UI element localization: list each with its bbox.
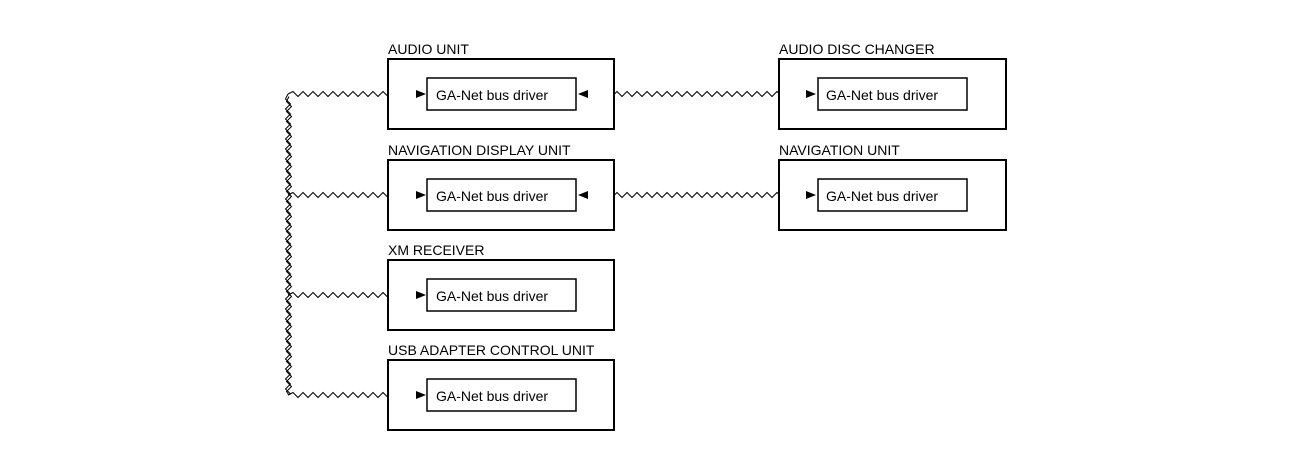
bus-driver-audio-disc-changer xyxy=(817,77,968,111)
unit-xm-receiver: XM RECEIVER GA-Net bus driver xyxy=(387,242,615,331)
unit-navigation-unit: NAVIGATION UNIT GA-Net bus driver xyxy=(778,142,1007,231)
unit-title-audio-disc-changer: AUDIO DISC CHANGER xyxy=(779,41,935,57)
unit-audio-unit: AUDIO UNIT GA-Net bus driver xyxy=(387,41,615,130)
bus-driver-navigation-display-unit xyxy=(426,178,577,212)
bus-driver-navigation-unit xyxy=(817,178,968,212)
arrow-into-navigation-display-unit xyxy=(416,191,426,199)
unit-navigation-display-unit: NAVIGATION DISPLAY UNIT GA-Net bus drive… xyxy=(387,142,615,231)
unit-title-navigation-unit: NAVIGATION UNIT xyxy=(779,142,900,158)
arrow-into-audio-unit-right xyxy=(578,90,588,98)
bus-driver-usb-adapter-control-unit xyxy=(426,378,577,412)
bus-link-audio-unit-to-disc-changer xyxy=(581,90,813,98)
bus-arrowheads xyxy=(416,90,816,399)
bus-driver-label-audio-unit: GA-Net bus driver xyxy=(436,87,548,103)
unit-title-audio-unit: AUDIO UNIT xyxy=(388,41,469,57)
arrow-into-audio-unit xyxy=(416,90,426,98)
unit-usb-adapter-control-unit: USB ADAPTER CONTROL UNIT GA-Net bus driv… xyxy=(387,342,615,431)
arrow-into-audio-disc-changer xyxy=(806,90,816,98)
unit-title-xm-receiver: XM RECEIVER xyxy=(388,242,484,258)
arrow-into-navigation-display-unit-right xyxy=(578,191,588,199)
bus-backbone-wire-b xyxy=(285,96,293,396)
arrow-into-navigation-unit xyxy=(806,191,816,199)
bus-driver-label-usb-adapter-control-unit: GA-Net bus driver xyxy=(436,388,548,404)
bus-driver-label-navigation-unit: GA-Net bus driver xyxy=(826,188,938,204)
bus-driver-label-audio-disc-changer: GA-Net bus driver xyxy=(826,87,938,103)
bus-driver-label-xm-receiver: GA-Net bus driver xyxy=(436,288,548,304)
arrow-into-usb-adapter-control-unit xyxy=(416,391,426,399)
bus-driver-xm-receiver xyxy=(426,278,577,312)
ga-net-bus-wiring xyxy=(284,90,813,399)
unit-title-navigation-display-unit: NAVIGATION DISPLAY UNIT xyxy=(388,142,571,158)
arrow-into-xm-receiver xyxy=(416,291,426,299)
unit-audio-disc-changer: AUDIO DISC CHANGER GA-Net bus driver xyxy=(778,41,1007,130)
unit-title-usb-adapter-control-unit: USB ADAPTER CONTROL UNIT xyxy=(388,342,595,358)
bus-driver-label-navigation-display-unit: GA-Net bus driver xyxy=(436,188,548,204)
bus-link-nav-display-to-navigation-unit xyxy=(581,191,813,199)
bus-driver-audio-unit xyxy=(426,77,577,111)
